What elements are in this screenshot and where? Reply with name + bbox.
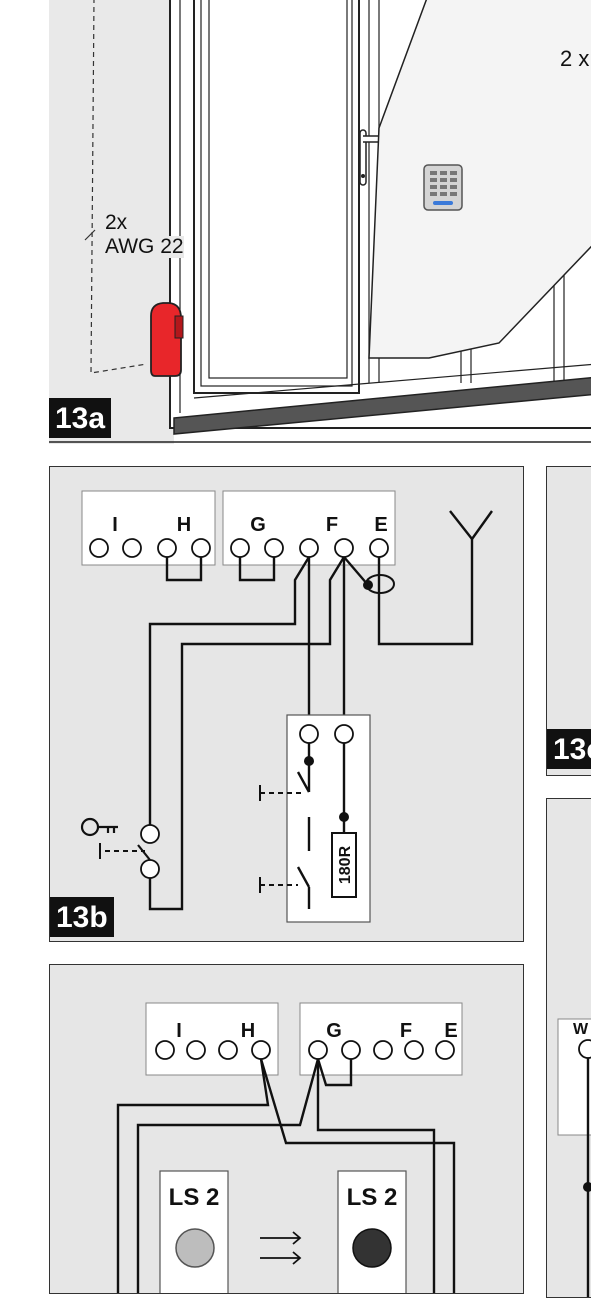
panel-13c: 13c — [546, 466, 591, 776]
jumper-g — [238, 557, 276, 582]
terminal-label-g: G — [250, 514, 266, 536]
terminal-label-h: H — [177, 514, 191, 536]
beam-arrows — [260, 1231, 302, 1265]
resistor — [331, 832, 357, 898]
terminal-label-e-bottom: E — [444, 1020, 457, 1042]
sensor-lens-dark — [352, 1228, 392, 1268]
wiring-diagram-bottom: LS 2 LS 2 I H G F E — [116, 1002, 463, 1293]
switch-box — [286, 714, 371, 923]
panel-right-lower: W — [546, 798, 591, 1298]
callout-cutaway — [368, 0, 591, 359]
warning-lamp — [150, 302, 184, 377]
terminal-block-ih-bottom — [145, 1002, 279, 1076]
terminal-label-f: F — [326, 514, 338, 536]
wires-13b — [148, 510, 493, 911]
terminal-label-i: I — [112, 514, 118, 536]
terminal-label-f-bottom: F — [400, 1020, 412, 1042]
garage-door-illustration — [49, 0, 591, 444]
panel-13a: 2x AWG 22 2 x 13a — [49, 0, 591, 444]
wicket-door — [193, 0, 360, 394]
terminal-block-gfe-bottom — [299, 1002, 463, 1076]
jumper-h — [165, 557, 203, 582]
figure-label-13a: 13a — [49, 398, 112, 438]
figure-label-13b: 13b — [50, 897, 114, 937]
terminal-screws — [89, 538, 389, 558]
key-switch-icon — [80, 817, 160, 879]
bottom-seal — [173, 376, 591, 435]
terminal-label-i-bottom: I — [176, 1020, 182, 1042]
keypad-icon — [423, 164, 463, 211]
figure-label-13c: 13c — [547, 729, 591, 769]
wires-bottom — [116, 1058, 456, 1293]
terminal-label-h-bottom: H — [241, 1020, 255, 1042]
panel-13b: 180R I H G F E 13b — [49, 466, 524, 942]
wiring-diagram-13b: 180R I H G F E — [80, 490, 493, 923]
panel-bottom: LS 2 LS 2 I H G F E — [49, 964, 524, 1294]
terminal-label-e: E — [374, 514, 387, 536]
cable-spec-label: AWG 22 — [105, 235, 184, 258]
cable-count-label: 2x — [105, 211, 128, 234]
corner-partial-label: 2 x — [560, 46, 590, 71]
resistor-label: 180R — [337, 845, 354, 884]
sensor-label-left: LS 2 — [169, 1184, 220, 1211]
sensor-lens-light — [175, 1228, 215, 1268]
terminal-label-w: W — [573, 1021, 589, 1038]
terminal-label-g-bottom: G — [326, 1020, 342, 1042]
sensor-label-right: LS 2 — [347, 1184, 398, 1211]
